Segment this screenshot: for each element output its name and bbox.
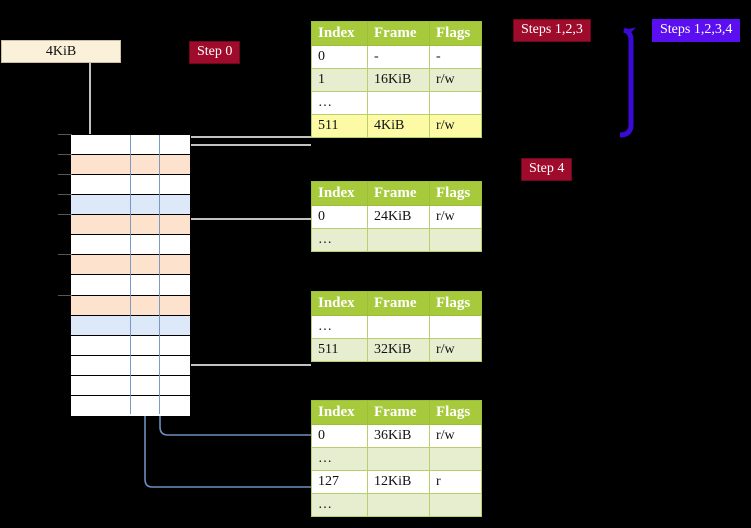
badge-steps-1234-label: Steps 1,2,3,4 <box>660 22 733 37</box>
wire-mem-to-pt <box>180 292 311 366</box>
cell-flags <box>429 228 482 252</box>
cell-flags: r/w <box>429 338 482 362</box>
size-box-label: 4KiB <box>45 43 77 59</box>
table-header-row: Index Frame Flags <box>311 21 482 46</box>
cell-flags <box>429 493 482 517</box>
cell-index: 1 <box>311 68 368 92</box>
cell-flags: r/w <box>429 424 482 448</box>
memory-tick <box>58 174 72 176</box>
cell-frame: 36KiB <box>367 424 430 448</box>
size-box-4kib: 4KiB <box>1 40 121 63</box>
table-row: … <box>311 228 482 252</box>
cell-index: … <box>311 447 368 471</box>
cell-index: … <box>311 493 368 517</box>
cell-frame: 4KiB <box>367 114 430 138</box>
table-header-row: Index Frame Flags <box>311 181 482 206</box>
wire-pdpt-0-to-mem <box>169 144 311 162</box>
cell-flags <box>429 91 482 115</box>
col-flags: Flags <box>429 21 482 46</box>
cell-frame: 12KiB <box>367 470 430 494</box>
cell-index: … <box>311 91 368 115</box>
cell-frame <box>367 228 430 252</box>
cell-index: … <box>311 228 368 252</box>
cell-index: 0 <box>311 45 368 69</box>
col-frame: Frame <box>367 400 430 425</box>
wire-pd-511-to-mem <box>174 218 311 252</box>
cell-flags <box>429 447 482 471</box>
col-frame: Frame <box>367 21 430 46</box>
badge-step-0-label: Step 0 <box>197 44 233 59</box>
cell-index: 127 <box>311 470 368 494</box>
cell-frame: 32KiB <box>367 338 430 362</box>
col-flags: Flags <box>429 291 482 316</box>
cell-flags: - <box>429 45 482 69</box>
cell-frame: 24KiB <box>367 205 430 229</box>
col-frame: Frame <box>367 291 430 316</box>
cell-flags: r/w <box>429 114 482 138</box>
memory-tick <box>58 254 72 256</box>
table-header-row: Index Frame Flags <box>311 291 482 316</box>
memory-vrule-left <box>130 135 131 414</box>
cell-frame <box>367 91 430 115</box>
col-frame: Frame <box>367 181 430 206</box>
memory-tick <box>58 134 72 135</box>
cell-frame: 16KiB <box>367 68 430 92</box>
cell-index: … <box>311 315 368 339</box>
badge-steps-123: Steps 1,2,3 <box>513 19 591 42</box>
cell-frame <box>367 447 430 471</box>
col-index: Index <box>311 291 368 316</box>
memory-column <box>70 134 191 416</box>
badge-step-4: Step 4 <box>521 158 573 181</box>
cell-index: 0 <box>311 424 368 448</box>
cell-index: 511 <box>311 338 368 362</box>
badge-step-4-label: Step 4 <box>529 161 565 176</box>
cell-index: 0 <box>311 205 368 229</box>
memory-vrule-right <box>159 135 160 414</box>
cell-flags: r <box>429 470 482 494</box>
col-index: Index <box>311 181 368 206</box>
col-index: Index <box>311 21 368 46</box>
cell-flags: r/w <box>429 68 482 92</box>
table-row: … <box>311 493 482 517</box>
col-index: Index <box>311 400 368 425</box>
purple-loop-arrow <box>619 27 637 138</box>
table-row: … <box>311 315 482 339</box>
badge-steps-1234: Steps 1,2,3,4 <box>652 19 741 42</box>
table-header-row: Index Frame Flags <box>311 400 482 425</box>
memory-tick <box>58 214 72 216</box>
table-row: 0-- <box>311 45 482 69</box>
cell-index: 511 <box>311 114 368 138</box>
memory-tick <box>58 194 72 196</box>
badge-step-0: Step 0 <box>189 41 241 64</box>
memory-tick <box>58 294 72 296</box>
cell-frame <box>367 315 430 339</box>
cell-frame: - <box>367 45 430 69</box>
cell-flags: r/w <box>429 205 482 229</box>
cell-flags <box>429 315 482 339</box>
table-row: … <box>311 91 482 115</box>
col-flags: Flags <box>429 400 482 425</box>
table-row: … <box>311 447 482 471</box>
col-flags: Flags <box>429 181 482 206</box>
cell-frame <box>367 493 430 517</box>
badge-steps-123-label: Steps 1,2,3 <box>521 22 583 37</box>
memory-tick <box>58 154 72 156</box>
